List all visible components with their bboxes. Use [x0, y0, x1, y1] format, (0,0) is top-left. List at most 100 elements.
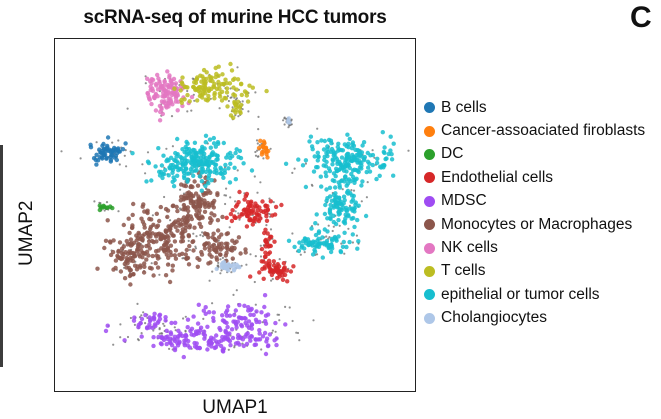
- cell-point: [140, 233, 145, 239]
- cell-point: [224, 90, 230, 95]
- cell-point: [139, 244, 145, 249]
- cell-point: [218, 252, 223, 257]
- background-cell-point: [230, 271, 233, 274]
- background-cell-point: [179, 188, 182, 191]
- cell-point: [238, 251, 243, 256]
- cell-point: [288, 269, 294, 274]
- cell-point: [342, 219, 347, 224]
- cell-point: [175, 136, 180, 142]
- background-cell-point: [365, 196, 368, 199]
- cell-point: [203, 305, 208, 310]
- cell-point: [168, 226, 173, 232]
- cell-point: [203, 91, 208, 96]
- cell-point: [315, 238, 320, 243]
- cell-point: [237, 148, 243, 154]
- cell-point: [202, 242, 207, 248]
- cell-point: [272, 338, 277, 343]
- cropped-neighbor-edge: [0, 145, 3, 367]
- cell-point: [125, 251, 131, 256]
- background-cell-point: [150, 262, 153, 265]
- cell-point: [264, 214, 269, 219]
- cell-point: [227, 338, 233, 344]
- legend-label: Monocytes or Macrophages: [441, 215, 633, 233]
- cell-point: [216, 79, 221, 85]
- background-cell-point: [182, 317, 185, 320]
- cell-point: [328, 216, 333, 222]
- cell-point: [213, 144, 218, 149]
- cell-point: [172, 347, 178, 353]
- cell-point: [100, 156, 105, 161]
- cell-point: [198, 325, 204, 330]
- cell-point: [167, 85, 172, 90]
- cell-point: [195, 98, 200, 103]
- cell-point: [118, 256, 124, 262]
- legend-swatch: [424, 148, 435, 160]
- cell-point: [211, 141, 217, 146]
- cell-point: [209, 344, 214, 349]
- background-cell-point: [249, 253, 252, 256]
- cell-point: [189, 94, 195, 100]
- cell-point: [186, 208, 191, 214]
- cell-point: [351, 154, 356, 159]
- cell-point: [169, 78, 174, 83]
- cell-point: [223, 310, 229, 315]
- cell-point: [239, 316, 245, 321]
- cell-point: [181, 174, 187, 179]
- cell-point: [262, 304, 267, 310]
- cell-point: [341, 239, 346, 245]
- cell-point: [160, 336, 165, 341]
- cell-point: [175, 173, 180, 178]
- cell-point: [360, 143, 365, 148]
- legend-swatch: [424, 265, 435, 277]
- cell-point: [263, 313, 269, 318]
- cell-point: [113, 153, 119, 159]
- cell-point: [168, 100, 173, 105]
- cell-point: [235, 77, 241, 82]
- cell-point: [238, 155, 244, 161]
- cell-point: [246, 305, 251, 310]
- cell-point: [144, 257, 149, 262]
- background-cell-point: [341, 188, 344, 191]
- cell-point: [195, 264, 200, 269]
- cell-point: [336, 195, 342, 200]
- cell-point: [113, 258, 119, 263]
- cell-point: [105, 323, 110, 328]
- cell-point: [163, 167, 168, 173]
- background-cell-point: [259, 255, 263, 258]
- background-cell-point: [230, 96, 233, 99]
- cell-point: [243, 320, 248, 326]
- cell-point: [147, 315, 152, 320]
- cell-point: [173, 81, 179, 86]
- background-cell-point: [144, 172, 147, 175]
- background-cell-point: [366, 181, 369, 184]
- cell-point: [209, 211, 214, 216]
- cell-point: [143, 312, 148, 318]
- cell-point: [365, 150, 370, 156]
- cell-point: [250, 85, 255, 90]
- cell-point: [262, 330, 268, 336]
- background-cell-point: [119, 323, 122, 326]
- cell-point: [197, 174, 202, 179]
- cell-point: [206, 93, 211, 99]
- cell-point: [313, 221, 318, 226]
- cell-point: [380, 130, 385, 135]
- cell-point: [134, 238, 139, 243]
- cell-point: [99, 151, 105, 156]
- background-cell-point: [234, 200, 237, 203]
- background-cell-point: [256, 142, 259, 145]
- cell-point: [155, 94, 160, 99]
- cell-point: [273, 320, 278, 326]
- cell-point: [206, 204, 211, 209]
- cell-point: [336, 180, 341, 185]
- cell-point: [175, 228, 180, 233]
- cell-point: [193, 191, 199, 196]
- cell-point: [286, 238, 292, 243]
- cell-point: [266, 258, 272, 263]
- cell-point: [343, 174, 348, 179]
- series-cholangiocytes: [214, 116, 292, 273]
- cell-point: [203, 140, 208, 145]
- cell-point: [172, 253, 177, 258]
- background-cell-point: [272, 201, 275, 204]
- cell-point: [261, 209, 266, 215]
- cell-point: [245, 331, 250, 336]
